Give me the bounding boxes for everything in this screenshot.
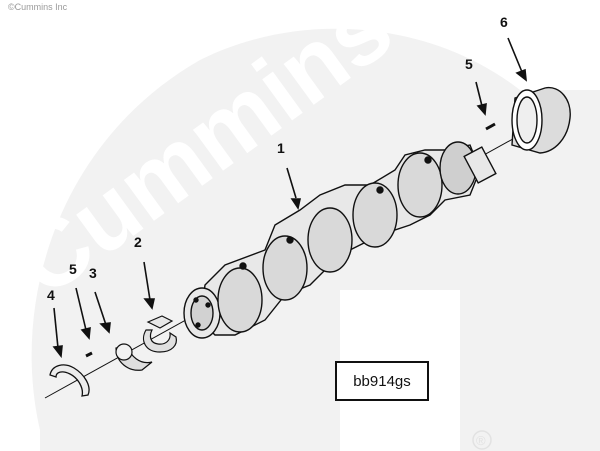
figure-id: bb914gs: [353, 372, 411, 390]
callout-2-main-bearing: 2: [134, 234, 142, 250]
copyright-text: ©Cummins Inc: [8, 2, 68, 12]
callout-3-thrust-bearing: 3: [89, 265, 97, 281]
figure-id-box: bb914gs: [335, 361, 429, 401]
registered-mark: ®: [476, 433, 486, 448]
leader-arrows: [52, 37, 527, 359]
callout-5-dowel-pin-rear: 5: [465, 56, 473, 72]
registered-mark-circle: [472, 430, 492, 450]
callout-5-dowel-pin-front: 5: [69, 261, 77, 277]
dowel-pin-front: [85, 351, 93, 358]
callout-4-front-thrust-ring: 4: [47, 287, 55, 303]
dowel-pin-rear: [485, 122, 496, 131]
wear-sleeve: [511, 86, 571, 154]
thrust-bearing: [115, 343, 153, 371]
crankshaft: [183, 141, 497, 339]
front-thrust-ring: [49, 364, 90, 397]
callout-1-crankshaft: 1: [277, 140, 285, 156]
callout-6-wear-sleeve: 6: [500, 14, 508, 30]
main-bearing: [142, 315, 177, 353]
